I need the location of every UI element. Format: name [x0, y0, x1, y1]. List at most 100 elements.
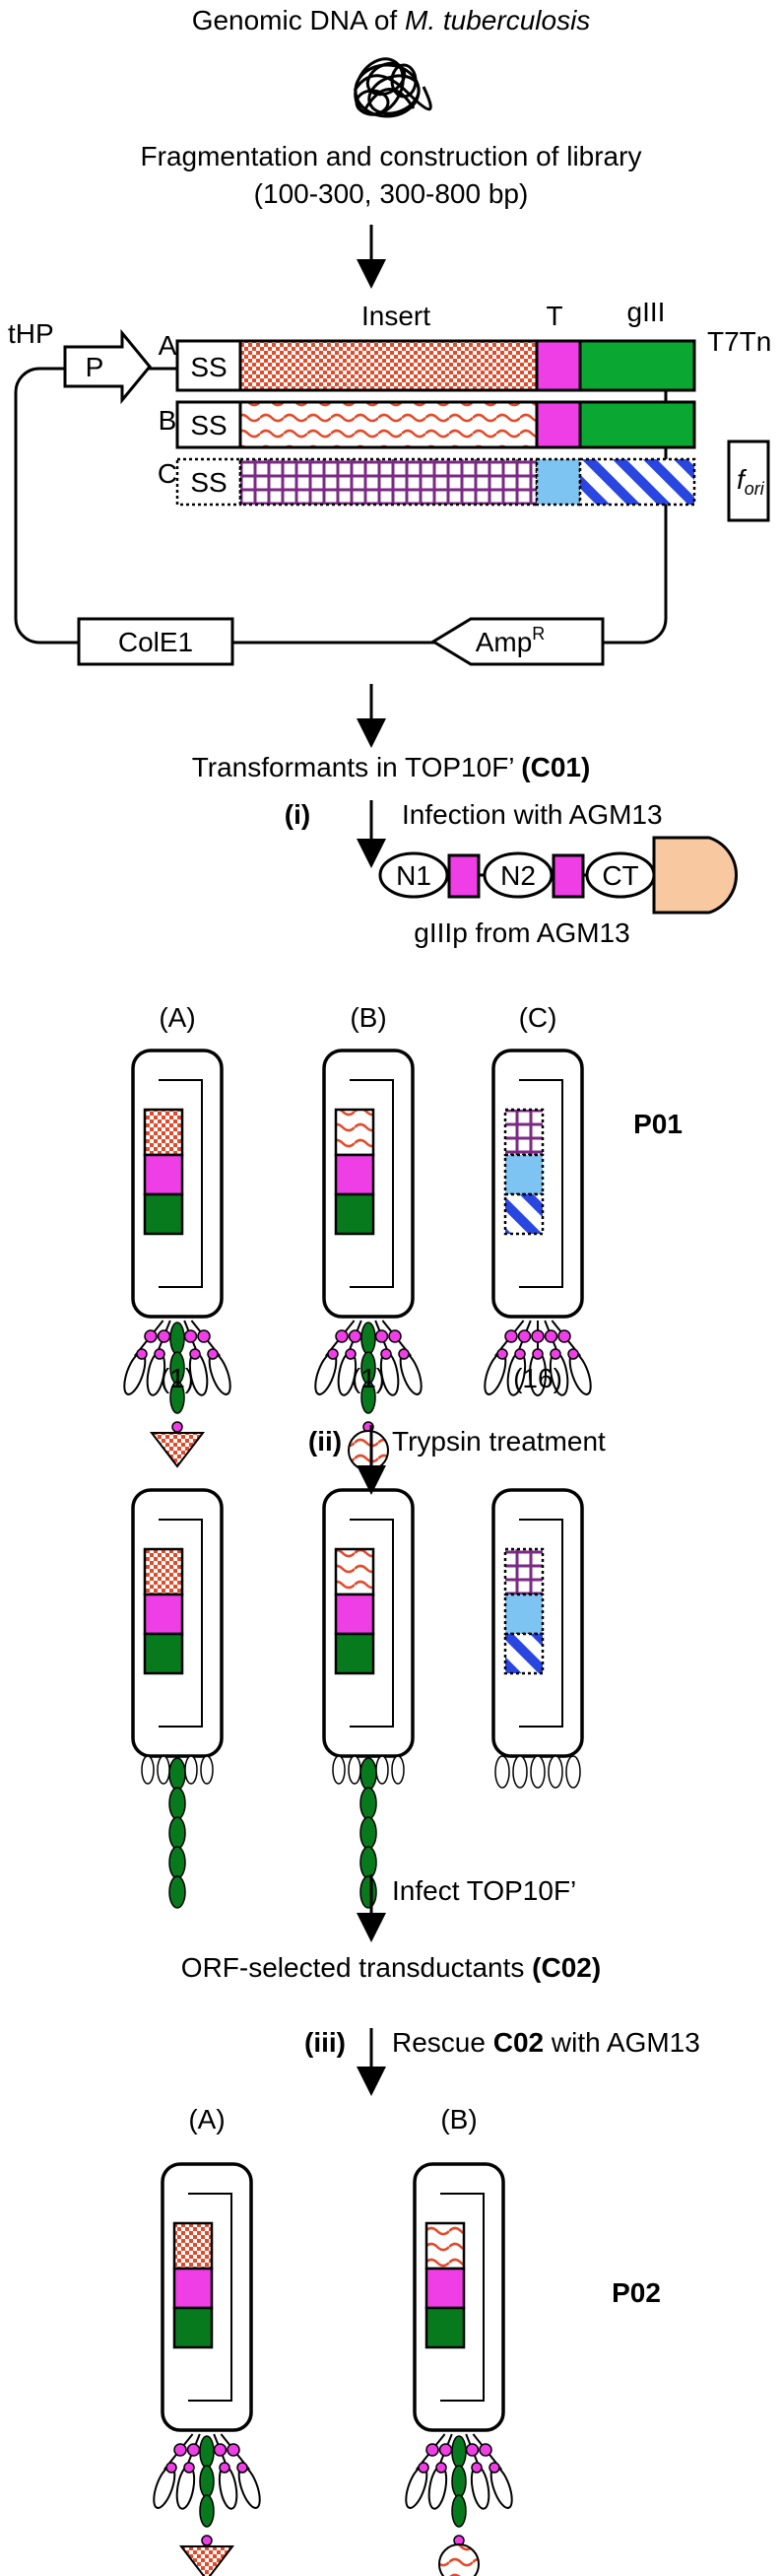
- linker-dot: [465, 2443, 480, 2457]
- cole1-box: ColE1: [77, 617, 234, 666]
- row-b-label: B: [159, 405, 177, 436]
- f-ori-box: fori: [727, 440, 770, 522]
- giii-column-label: gIII: [627, 297, 666, 327]
- ct-label: CT: [602, 860, 638, 891]
- fragmentation-step: Fragmentation and construction of librar…: [141, 141, 642, 171]
- fusion-domain: [168, 1875, 186, 1909]
- linker-dot: [197, 1329, 211, 1343]
- cleaved-fiber: [565, 1755, 581, 1789]
- infection-step: Infection with AGM13: [402, 799, 663, 830]
- phagemid-segment: [503, 1547, 545, 1596]
- ss-label-b: SS: [190, 410, 227, 441]
- phagemid-segment: [143, 1108, 184, 1157]
- linker-dot: [479, 2443, 492, 2457]
- row-c-label: C: [158, 458, 177, 489]
- displayed-peptide: [178, 2545, 235, 2576]
- phage-genome: [188, 2193, 232, 2402]
- displayed-peptide: [438, 2543, 480, 2576]
- linker-dot: [544, 1329, 558, 1343]
- phagemid-segment: [503, 1593, 545, 1636]
- p01-label: P01: [633, 1109, 683, 1139]
- phage-body-cap: [652, 836, 739, 915]
- fusion-domain: [168, 1787, 186, 1820]
- phagemid-segment: [172, 2267, 214, 2310]
- rescue-step: Rescue C02 with AGM13: [392, 2027, 700, 2058]
- fusion-domain: [359, 1757, 377, 1791]
- phagemid-segment: [143, 1632, 184, 1675]
- fragment-size-range: (100-300, 300-800 bp): [254, 178, 529, 209]
- step-i-label: (i): [285, 799, 310, 830]
- phagemid-segment: [172, 2221, 214, 2271]
- infect-step: Infect TOP10F’: [392, 1875, 576, 1906]
- vector-map: tHP P A B C Insert T gIII T7Tn SS SS: [8, 297, 771, 666]
- fusion-domain: [169, 1381, 185, 1414]
- transformants-step: Transformants in TOP10F’ (C01): [192, 752, 591, 782]
- count-a: (1): [161, 1363, 194, 1393]
- fusion-domain: [169, 1322, 185, 1355]
- phage-b-label: (B): [350, 1002, 386, 1033]
- fusion-domain: [168, 1846, 186, 1879]
- cole1-label: ColE1: [118, 627, 193, 657]
- phage-a-label: (A): [159, 1002, 195, 1033]
- tag-t: [535, 339, 582, 392]
- count-c: (16): [513, 1363, 562, 1393]
- linker-dot: [438, 2443, 453, 2457]
- ampr-label: AmpR: [476, 624, 546, 657]
- fusion-domain: [360, 1381, 376, 1414]
- n2-label: N2: [500, 860, 536, 891]
- cleaved-fiber: [530, 1755, 546, 1789]
- t-column-label: T: [546, 301, 562, 331]
- linker-dot: [425, 2443, 439, 2457]
- phage-genome: [440, 2193, 485, 2402]
- linker-dot: [213, 2443, 228, 2457]
- step-ii-label: (ii): [308, 1426, 342, 1457]
- construct-row-c: SS: [175, 457, 696, 507]
- cleaved-fiber: [494, 1755, 510, 1789]
- fusion-domain: [451, 2494, 467, 2528]
- linker-dot: [157, 1329, 171, 1343]
- insert-grid: [238, 457, 539, 507]
- fusion-domain: [199, 2465, 215, 2498]
- dna-coil-icon: [353, 57, 432, 118]
- phage-trypsin-b: [322, 1488, 415, 1909]
- t7tn-label: T7Tn: [707, 326, 771, 357]
- linker-dot: [557, 1329, 571, 1343]
- promoter-label: P: [86, 352, 104, 382]
- linker-dot: [173, 2443, 187, 2457]
- phagemid-segment: [503, 1153, 545, 1196]
- phagemid-segment: [503, 1108, 545, 1157]
- fusion-domain: [199, 2494, 215, 2528]
- n1-label: N1: [396, 860, 431, 891]
- construct-row-a: SS: [175, 339, 696, 392]
- displayed-peptide: [149, 1432, 206, 1468]
- linker-dot: [186, 2443, 201, 2457]
- phagemid-segment: [143, 1153, 184, 1196]
- linker-dot: [531, 1329, 545, 1343]
- fusion-domain: [451, 2465, 467, 2498]
- count-b: (1): [352, 1363, 385, 1393]
- phage-trypsin-c: [491, 1488, 584, 1789]
- phage-genome: [519, 1079, 563, 1288]
- orf-selected-step: ORF-selected transductants (C02): [181, 1952, 601, 1983]
- giii-gene: [578, 339, 696, 392]
- phagemid-segment: [334, 1108, 375, 1157]
- phage-p01-c: [484, 1049, 592, 1396]
- title-text: Genomic DNA of M. tuberculosis: [192, 5, 591, 35]
- linker-dot: [183, 1329, 198, 1343]
- phagemid-segment: [334, 1192, 375, 1236]
- fusion-domain: [360, 1322, 376, 1355]
- insert-column-label: Insert: [361, 301, 430, 331]
- phagemid-segment: [143, 1593, 184, 1636]
- phage-p01-a: [123, 1049, 231, 1468]
- linker-dot: [374, 1329, 389, 1343]
- thp-label: tHP: [8, 318, 54, 349]
- phage-p01-b: [314, 1049, 423, 1471]
- ss-label-a: SS: [190, 352, 227, 382]
- fusion-domain: [359, 1787, 377, 1820]
- insert-checker: [238, 339, 539, 392]
- linker-dot: [388, 1329, 402, 1343]
- fusion-domain: [359, 1846, 377, 1879]
- phagemid-segment: [143, 1192, 184, 1236]
